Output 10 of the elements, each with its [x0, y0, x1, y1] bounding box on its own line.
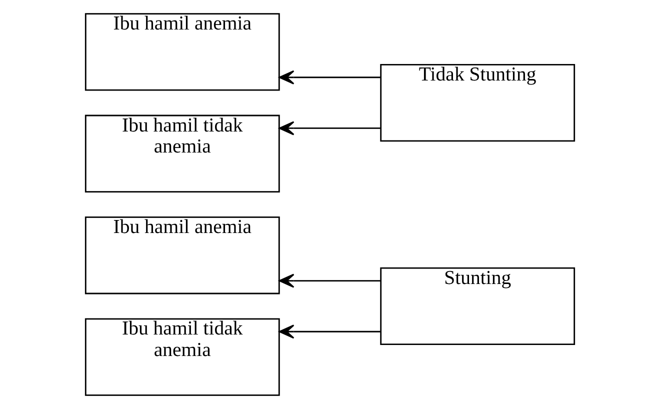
node-box: Ibu hamil tidak anemia	[84, 318, 280, 396]
node-box: Ibu hamil anemia	[84, 13, 280, 91]
arrow	[278, 324, 381, 339]
node-box: Tidak Stunting	[380, 64, 576, 142]
arrow	[278, 70, 381, 84]
node-box: Ibu hamil anemia	[84, 216, 280, 294]
node-box: Stunting	[380, 267, 576, 346]
node-box: Ibu hamil tidak anemia	[84, 114, 280, 192]
arrow	[278, 121, 381, 136]
arrow	[278, 274, 381, 288]
